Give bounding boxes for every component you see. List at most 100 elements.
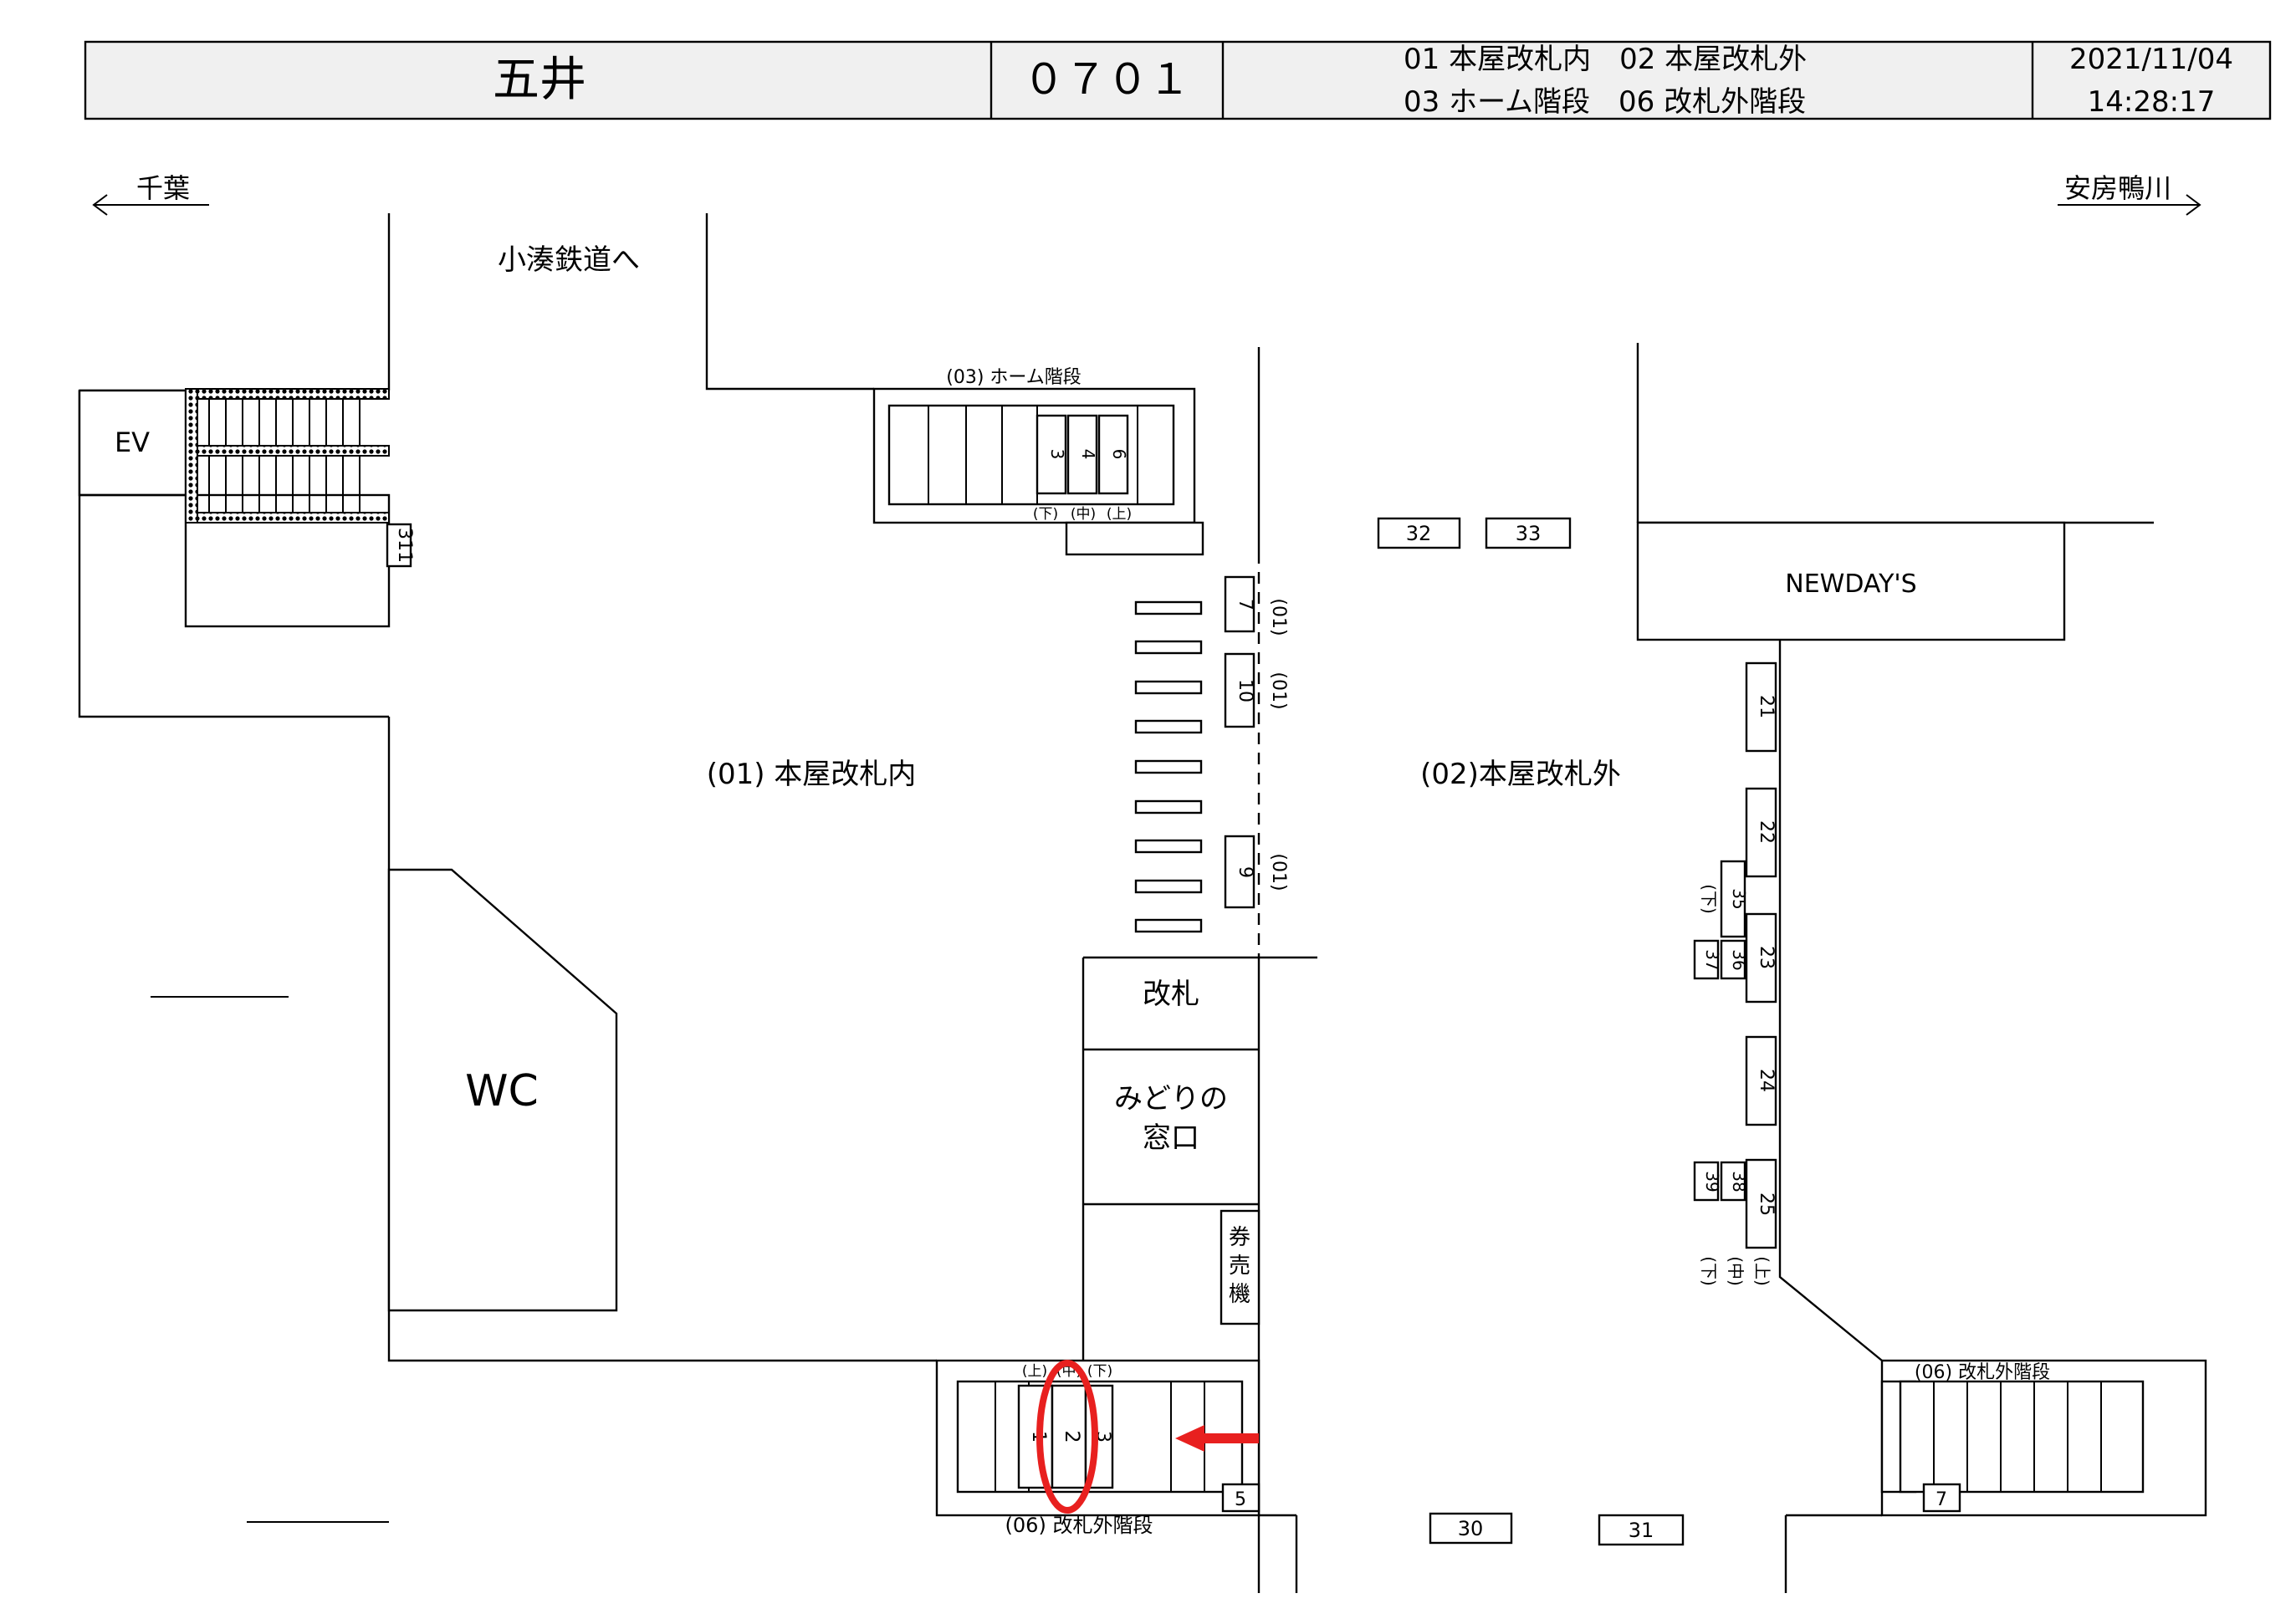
board-37-label: 37 (1702, 949, 1722, 970)
outside-boards: 32 33 30 31 (1377, 517, 1685, 1546)
home-stairs-label: (03) ホーム階段 (946, 367, 1082, 388)
newdays-label: NEWDAY'S (1785, 569, 1916, 599)
outer-mark-lower: (下) (1087, 1363, 1112, 1380)
kominato-railway-label: 小湊鉄道へ (498, 243, 640, 277)
board-32-label: 32 (1406, 522, 1432, 545)
board-35-label: 35 (1729, 888, 1749, 909)
inside-gate-label: (01) 本屋改札内 (707, 758, 917, 791)
board-36 (1720, 939, 1746, 980)
board-30 (1429, 1512, 1513, 1545)
board-2 (1051, 1384, 1087, 1489)
board-10 (1224, 652, 1255, 728)
outer-mark-upper: (上) (1022, 1363, 1047, 1380)
board-38 (1720, 1161, 1746, 1202)
board-35 (1720, 860, 1746, 938)
home-stairs: (03) ホーム階段 3 4 6 (下) (中) (上) (872, 367, 1204, 556)
area-legend-line2: 03 ホーム階段 06 改札外階段 (1404, 85, 1806, 119)
header: 五井 ０７０１ 01 本屋改札内 02 本屋改札外 03 ホーム階段 06 改札… (84, 40, 2272, 120)
arrow-left-icon (92, 194, 108, 216)
direction-right: 安房鴨川 (2058, 172, 2201, 216)
newdays-shop: NEWDAY'S (1636, 343, 2154, 641)
direction-left: 千葉 (92, 172, 209, 216)
board-23 (1745, 912, 1777, 1004)
board-25 (1745, 1158, 1777, 1249)
board-22-label: 22 (1756, 820, 1777, 844)
board-30-label: 30 (1458, 1517, 1484, 1540)
board-7-right-label: 7 (1935, 1489, 1947, 1510)
board-9-label: 9 (1235, 866, 1255, 878)
outer-stairs-right: (06) 改札外階段 7 (1880, 1359, 2207, 1517)
board-33-label: 33 (1516, 522, 1542, 545)
board-2-label: 2 (1061, 1430, 1084, 1443)
ticket-machine-label-1: 券 (1229, 1225, 1250, 1250)
toilet: WC (151, 717, 937, 1523)
board-21-label: 21 (1756, 695, 1777, 718)
direction-awakamogawa: 安房鴨川 (2064, 172, 2171, 204)
outer-stairs-left-label: (06) 改札外階段 (1005, 1514, 1153, 1537)
elevator-label: EV (115, 426, 150, 458)
board-24-label: 24 (1756, 1069, 1777, 1092)
mark-25-middle: (中) (1726, 1256, 1746, 1286)
outer-stairs-right-label: (06) 改札外階段 (1915, 1362, 2050, 1383)
board-5-label: 5 (1235, 1489, 1246, 1510)
mark-25-lower: (下) (1699, 1256, 1719, 1286)
ticket-machine-label-3: 機 (1229, 1282, 1250, 1307)
board-23-label: 23 (1756, 946, 1777, 969)
outside-gate-label: (02)本屋改札外 (1420, 758, 1621, 791)
home-mark-middle: (中) (1071, 506, 1096, 523)
board-311-label: 311 (394, 528, 415, 563)
outer-stairs-left: 1 2 3 (上) (中) (下) 5 (06) 改札外階段 (935, 1359, 1298, 1593)
ticket-machine (1220, 1209, 1260, 1325)
home-mark-lower: (下) (1033, 506, 1058, 523)
board-36-label: 36 (1729, 949, 1749, 970)
zone-mark-10: (01) (1268, 672, 1289, 709)
highlight-circle (1036, 1360, 1098, 1514)
board-37 (1693, 939, 1720, 980)
station-name: 五井 (493, 53, 586, 107)
station-office: 改札 みどりの 窓口 券 売 機 (1082, 958, 1260, 1361)
board-4-label: 4 (1078, 449, 1098, 460)
direction-chiba: 千葉 (136, 172, 190, 204)
board-4 (1066, 414, 1098, 495)
midori-label-1: みどりの (1114, 1082, 1228, 1116)
print-date: 2021/11/04 (2069, 43, 2233, 76)
gate-area: 7 10 9 (01) (01) (01) (1083, 347, 1317, 1593)
zone-mark-7: (01) (1268, 598, 1289, 636)
mark-25-upper: (上) (1752, 1256, 1772, 1286)
board-39-label: 39 (1702, 1171, 1722, 1192)
board-311 (386, 523, 412, 568)
station-code: ０７０１ (1023, 55, 1190, 104)
board-7 (1224, 575, 1255, 633)
board-38-label: 38 (1729, 1171, 1749, 1192)
midori-label-2: 窓口 (1143, 1121, 1199, 1155)
board-1 (1017, 1384, 1054, 1489)
board-31-label: 31 (1629, 1519, 1654, 1542)
board-31 (1598, 1514, 1685, 1546)
arrow-right-icon (2186, 194, 2201, 216)
area-legend-line1: 01 本屋改札内 02 本屋改札外 (1404, 43, 1807, 76)
board-32 (1377, 517, 1461, 549)
board-25-label: 25 (1756, 1192, 1777, 1216)
zone-mark-9: (01) (1268, 853, 1289, 891)
board-24 (1745, 1035, 1777, 1126)
board-7-label: 7 (1235, 599, 1255, 610)
board-9 (1224, 835, 1255, 909)
board-3-home (1036, 414, 1067, 495)
print-time: 14:28:17 (2088, 85, 2216, 119)
mark-35-lower: (下) (1699, 884, 1719, 914)
wc-label: WC (465, 1066, 539, 1116)
board-5 (1221, 1483, 1260, 1513)
ticket-machine-label-2: 売 (1229, 1254, 1250, 1279)
left-structure: EV 311 (78, 213, 415, 718)
board-10-label: 10 (1235, 679, 1255, 702)
home-mark-upper: (上) (1107, 506, 1132, 523)
highlight-arrow-icon (1175, 1425, 1259, 1452)
board-22 (1745, 787, 1777, 878)
board-21 (1745, 661, 1777, 753)
board-6-label: 6 (1109, 449, 1129, 460)
board-33 (1485, 517, 1572, 549)
board-39 (1693, 1161, 1720, 1202)
gate-label: 改札 (1143, 978, 1199, 1011)
board-6 (1097, 414, 1129, 495)
